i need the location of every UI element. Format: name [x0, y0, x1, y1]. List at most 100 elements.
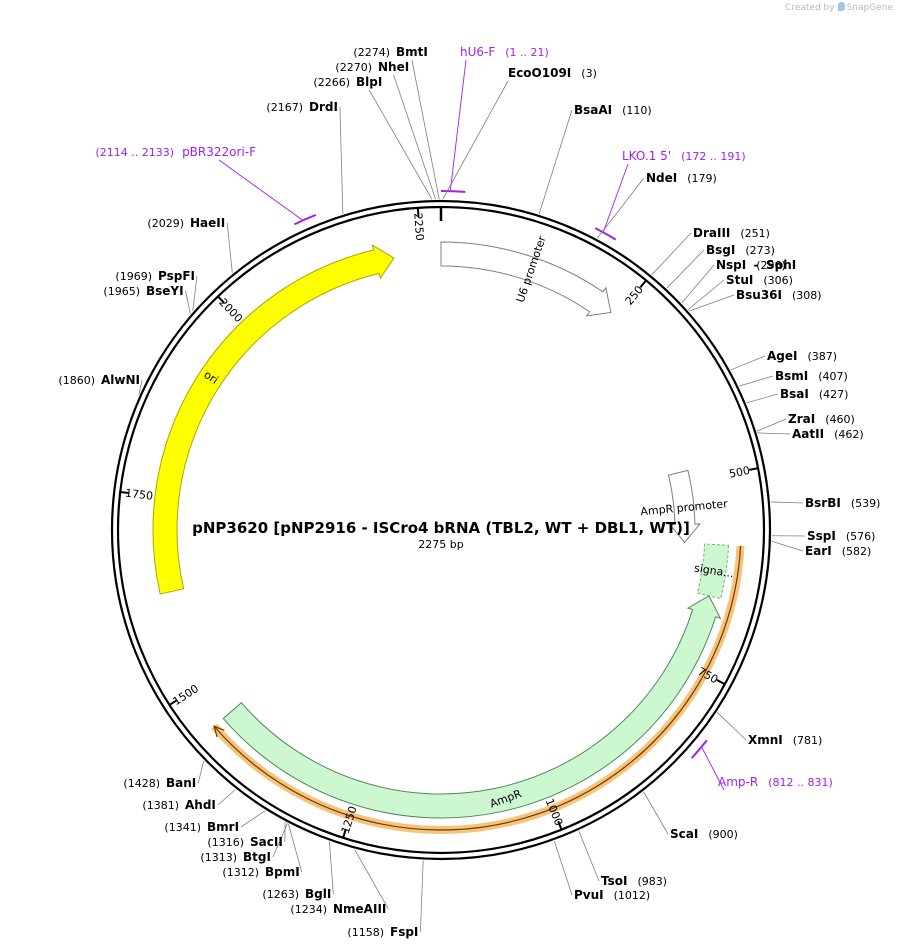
- tick-mark-2250: [416, 208, 420, 217]
- feature-ori: [152, 244, 395, 595]
- site-name-sspi: SspI: [807, 529, 836, 543]
- feature-signa: [696, 543, 730, 600]
- site-name-sphi: SphI: [766, 258, 796, 272]
- site-name-nspi: NspI: [716, 258, 746, 272]
- primer-bar-amp-r: [691, 739, 708, 759]
- site-name-bsu36i: Bsu36I: [736, 288, 782, 302]
- site-pos-tsoi: (983): [637, 875, 667, 888]
- site-name-bpmi: BpmI: [265, 865, 300, 879]
- site-pos-sacii: (1316): [207, 836, 244, 849]
- leader-bsrbi: [770, 501, 804, 504]
- primer-pos-hu6-f: (1 .. 21): [505, 46, 549, 59]
- primer-leader-hu6-f: [449, 59, 467, 191]
- site-pos-bani: (1428): [123, 777, 160, 790]
- tick-label-2000: 2000: [216, 296, 245, 325]
- credit-brand: SnapGene: [846, 3, 893, 13]
- primer-bar-pbr322ori-f: [293, 214, 317, 226]
- site-name-bmti: BmtI: [396, 45, 428, 59]
- site-name-tsoi: TsoI: [601, 874, 627, 888]
- leader-drdi: [339, 106, 344, 214]
- primer-pos-lko-1-5: (172 .. 191): [681, 150, 746, 163]
- tick-mark-2000: [217, 296, 225, 304]
- tick-label-500: 500: [728, 464, 751, 481]
- site-pos-bseyi: (1965): [103, 285, 140, 298]
- site-name-bani: BanI: [166, 776, 196, 790]
- site-pos-blpi: (2266): [313, 76, 350, 89]
- site-pos-eari: (582): [842, 545, 872, 558]
- site-name-scai: ScaI: [670, 827, 698, 841]
- leader-tsoi: [578, 830, 600, 882]
- feature-label-signa: signa...: [693, 562, 734, 581]
- site-labels: BmtI(2274)NheI(2270)BlpI(2266)DrdI(2167)…: [58, 45, 880, 939]
- leader-scai: [643, 791, 669, 835]
- plasmid-backbone: [110, 199, 772, 861]
- leader-nmeaiii: [354, 849, 389, 910]
- primer-name-lko-1-5: LKO.1 5': [622, 149, 671, 163]
- site-pos-nhei: (2270): [335, 61, 372, 74]
- tick-mark-500: [749, 467, 758, 471]
- primer-bar-hu6-f: [440, 190, 466, 193]
- site-name-agei: AgeI: [767, 349, 797, 363]
- leader-pvui: [553, 840, 573, 896]
- site-pos-agei: (387): [807, 350, 837, 363]
- site-pos-alwni: (1860): [58, 374, 95, 387]
- backbone-outer-strand: [110, 199, 772, 861]
- leader-bsu36i: [689, 294, 735, 312]
- site-name-bmri: BmrI: [207, 820, 239, 834]
- tick-label-1750: 1750: [124, 487, 153, 503]
- primer-name-hu6-f: hU6-F: [460, 45, 495, 59]
- site-pos-pvui: (1012): [614, 889, 651, 902]
- leader-bgli: [329, 841, 334, 895]
- primer-leader-pbr322ori-f: [218, 159, 303, 221]
- site-pos-nspi: (296): [756, 259, 786, 272]
- site-pos-zrai: (460): [825, 413, 855, 426]
- site-name-draiii: DraIII: [693, 226, 730, 240]
- leader-bpmi: [288, 823, 303, 873]
- primer-bar-lko-1-5: [594, 227, 617, 241]
- site-pos-bsu36i: (308): [792, 289, 822, 302]
- leader-bmti: [411, 59, 440, 200]
- tick-mark-1000: [557, 820, 563, 830]
- leader-bsgi: [666, 249, 705, 289]
- leader-ecoo109i: [442, 80, 509, 200]
- site-pos-bsmi: (407): [818, 370, 848, 383]
- site-name-alwni: AlwNI: [101, 373, 140, 387]
- site-name-sacii: SacII: [250, 835, 283, 849]
- site-pos-fspi: (1158): [347, 926, 384, 939]
- tick-mark-1750: [121, 491, 130, 495]
- site-pos-haeii: (2029): [147, 217, 184, 230]
- site-separator: -: [754, 258, 759, 272]
- site-pos-draiii: (251): [740, 227, 770, 240]
- site-name-xmni: XmnI: [748, 733, 783, 747]
- site-pos-bsgi: (273): [745, 244, 775, 257]
- plasmid-title: pNP3620 [pNP2916 - ISCro4 bRNA (TBL2, WT…: [192, 519, 690, 537]
- site-name-aatii: AatII: [792, 427, 824, 441]
- site-pos-ndei: (179): [687, 172, 717, 185]
- primer-leader-lko-1-5: [603, 163, 629, 232]
- plasmid-length: 2275 bp: [418, 538, 463, 551]
- site-name-haeii: HaeII: [190, 216, 225, 230]
- site-name-bsmi: BsmI: [775, 369, 808, 383]
- leader-bsai: [746, 393, 779, 404]
- site-name-bseyi: BseYI: [146, 284, 184, 298]
- leader-blpi: [368, 89, 433, 200]
- feature-ampr: [222, 595, 722, 819]
- leader-draiii: [651, 232, 692, 276]
- site-pos-bmri: (1341): [164, 821, 201, 834]
- site-pos-sspi: (576): [846, 530, 876, 543]
- tick-mark-1250: [342, 828, 347, 838]
- site-pos-ahdi: (1381): [142, 799, 179, 812]
- site-pos-bpmi: (1312): [222, 866, 259, 879]
- site-pos-stui: (306): [763, 274, 793, 287]
- site-name-bsaai: BsaAI: [574, 103, 612, 117]
- tick-label-2250: 2250: [411, 212, 426, 241]
- site-pos-bsrbi: (539): [851, 497, 881, 510]
- primer-leader-amp-r: [701, 747, 725, 791]
- leader-xmni: [716, 712, 747, 741]
- site-name-ndei: NdeI: [646, 171, 677, 185]
- leader-alwni: [138, 379, 143, 395]
- primer-pos-pbr322ori-f: (2114 .. 2133): [96, 146, 175, 159]
- leader-bseyi: [185, 290, 191, 314]
- leader-nhei: [393, 74, 436, 200]
